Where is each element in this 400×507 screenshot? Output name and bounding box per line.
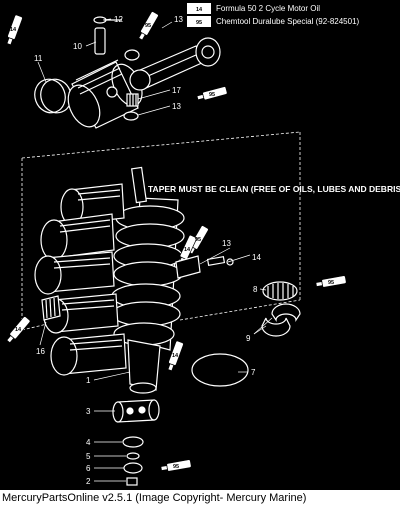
outer-race-half bbox=[261, 317, 291, 337]
callout-13: 13 bbox=[222, 239, 231, 248]
piston-pin bbox=[94, 27, 106, 55]
tube-code: 14 bbox=[15, 327, 22, 333]
callout-3: 3 bbox=[86, 407, 91, 416]
leader-lines bbox=[37, 18, 273, 482]
callout-14: 14 bbox=[252, 253, 261, 262]
ball-bearing bbox=[112, 399, 160, 423]
callout-9: 9 bbox=[246, 334, 251, 343]
pin-retainer bbox=[93, 16, 107, 24]
bearing-spacer bbox=[122, 436, 144, 448]
tube-code: 14 bbox=[184, 247, 191, 253]
callout-17: 17 bbox=[172, 86, 181, 95]
washer bbox=[126, 452, 140, 460]
tube-code: 14 bbox=[10, 27, 17, 33]
tube-code: 14 bbox=[172, 353, 179, 359]
needle-bearing-cage bbox=[262, 281, 298, 301]
taper-clean-note: TAPER MUST BE CLEAN (FREE OF OILS, LUBES… bbox=[148, 184, 400, 194]
callout-13: 13 bbox=[174, 15, 183, 24]
seal bbox=[123, 462, 143, 474]
legend-code: 14 bbox=[196, 7, 203, 13]
piston-rod-subassembly bbox=[4, 10, 229, 129]
tube-code: 95 bbox=[145, 23, 151, 29]
callout-8: 8 bbox=[253, 285, 258, 294]
legend-label: Chemtool Duralube Special (92-824501) bbox=[216, 17, 360, 26]
connecting-rod bbox=[129, 37, 221, 91]
callout-16: 16 bbox=[36, 347, 45, 356]
legend: 14 Formula 50 2 Cycle Motor Oil 95 Chemt… bbox=[187, 3, 360, 27]
legend-code: 95 bbox=[196, 20, 202, 26]
legend-item-duralube: 95 Chemtool Duralube Special (92-824501) bbox=[187, 16, 360, 27]
callout-7: 7 bbox=[251, 368, 256, 377]
outer-race-half bbox=[271, 303, 301, 322]
crankshaft-taper bbox=[131, 166, 147, 204]
bearing-parts-left bbox=[4, 295, 185, 373]
bearing-race-half bbox=[175, 255, 201, 279]
callout-4: 4 bbox=[86, 438, 91, 447]
thrust-washer bbox=[124, 49, 140, 61]
callout-6: 6 bbox=[86, 464, 91, 473]
piston-bank bbox=[34, 183, 127, 376]
tube-code: 95 bbox=[173, 464, 179, 470]
retaining-ring bbox=[191, 353, 249, 387]
callout-1: 1 bbox=[86, 376, 91, 385]
key bbox=[126, 477, 138, 486]
tube-labels: 14 95 95 95 14 95 14 14 95 bbox=[10, 23, 334, 470]
callout-11: 11 bbox=[34, 54, 43, 63]
callouts: 12 13 10 11 17 13 TAPER MUST BE CLEAN (F… bbox=[34, 15, 400, 486]
bearing-parts-right bbox=[175, 224, 348, 387]
tube-code: 95 bbox=[209, 92, 215, 98]
tube-code: 95 bbox=[195, 237, 201, 243]
legend-label: Formula 50 2 Cycle Motor Oil bbox=[216, 4, 320, 13]
crankshaft-assembly bbox=[34, 166, 185, 394]
callout-13: 13 bbox=[172, 102, 181, 111]
copyright-footer: MercuryPartsOnline v2.5.1 (Image Copyrig… bbox=[0, 490, 400, 507]
locating-washer bbox=[123, 111, 139, 121]
callout-5: 5 bbox=[86, 452, 91, 461]
needle-bearing-small bbox=[41, 295, 61, 321]
piston-ring bbox=[34, 78, 66, 114]
bottom-bearing-stack bbox=[112, 399, 193, 486]
assembly-boundary-dashed bbox=[21, 131, 301, 331]
callout-10: 10 bbox=[73, 42, 82, 51]
legend-item-motor-oil: 14 Formula 50 2 Cycle Motor Oil bbox=[187, 3, 320, 14]
callout-2: 2 bbox=[86, 477, 91, 486]
callout-12: 12 bbox=[114, 15, 123, 24]
race-screw bbox=[206, 255, 226, 267]
tube-code: 95 bbox=[328, 280, 334, 286]
